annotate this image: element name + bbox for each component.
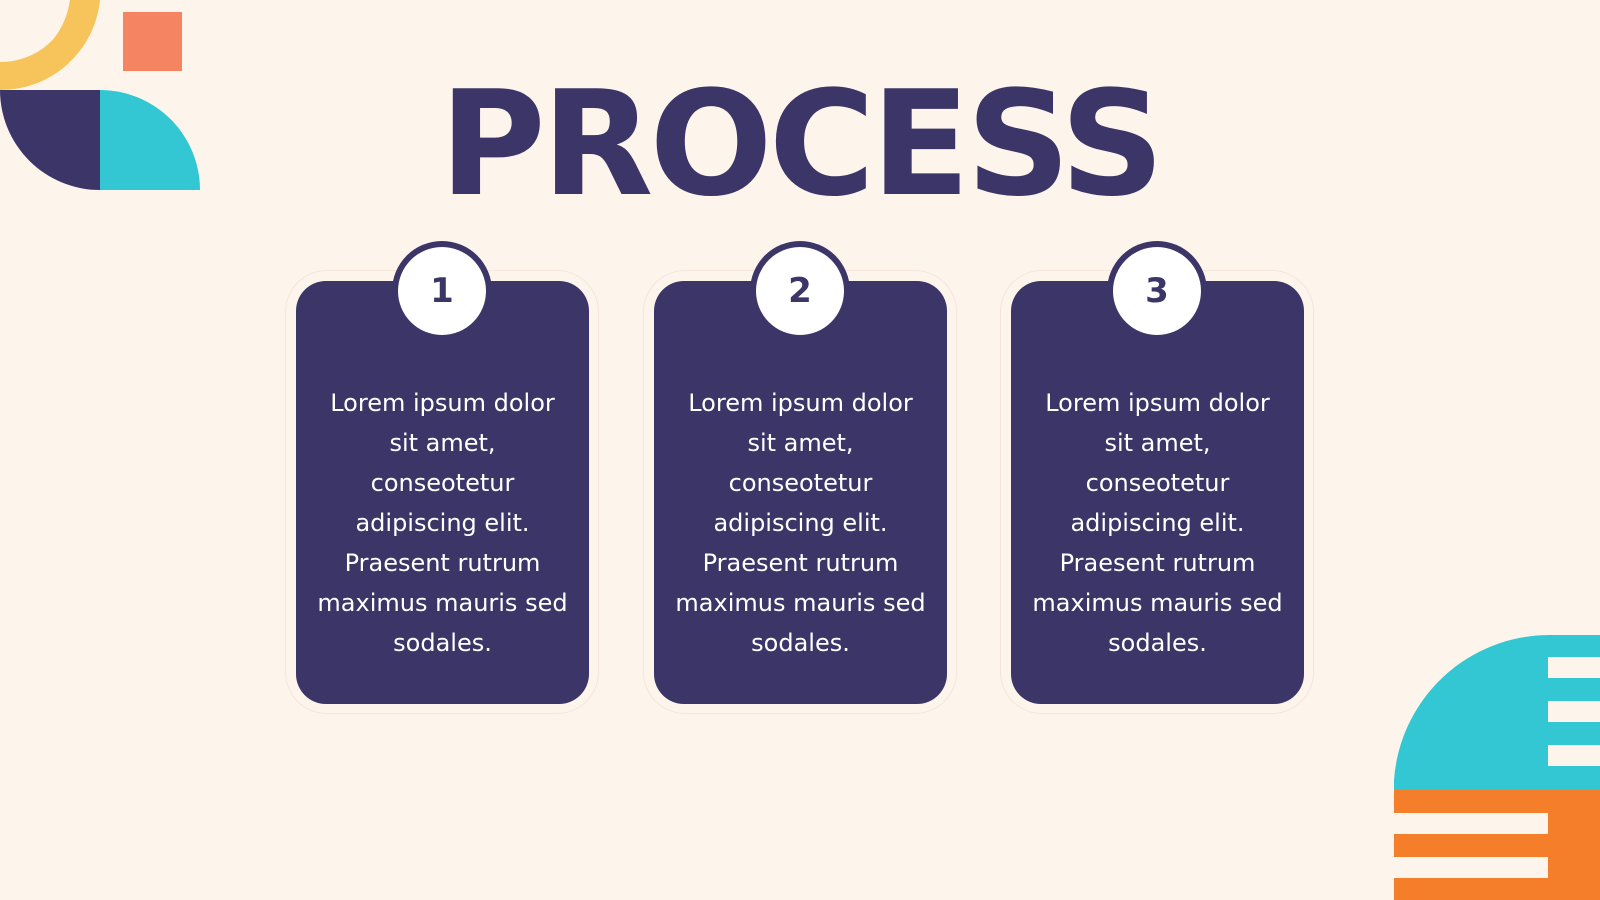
step-number-badge-1: 1 [392,241,492,341]
step-number: 1 [398,247,486,335]
step-description: Lorem ipsum dolor sit amet, conseotetur … [1032,389,1283,657]
process-step-card-3: Lorem ipsum dolor sit amet, conseotetur … [1011,281,1304,704]
coral-square-shape [123,12,182,71]
orange-stripe-shape [1394,813,1548,834]
step-description: Lorem ipsum dolor sit amet, conseotetur … [317,389,568,657]
process-step-card-1: Lorem ipsum dolor sit amet, conseotetur … [296,281,589,704]
teal-stripe-shape [1548,745,1600,766]
step-description: Lorem ipsum dolor sit amet, conseotetur … [675,389,926,657]
yellow-ring-cap-shape [0,0,100,91]
teal-stripe-shape [1548,701,1600,722]
step-number: 2 [756,247,844,335]
step-number-badge-3: 3 [1107,241,1207,341]
teal-quarter-circle-shape [100,90,200,190]
orange-block-shape [1394,790,1600,900]
navy-quarter-circle-shape [0,90,100,190]
teal-stripe-shape [1548,657,1600,678]
step-number-badge-2: 2 [750,241,850,341]
slide-title: PROCESS [439,60,1164,229]
step-number: 3 [1113,247,1201,335]
process-step-card-2: Lorem ipsum dolor sit amet, conseotetur … [654,281,947,704]
orange-stripe-shape [1394,857,1548,878]
